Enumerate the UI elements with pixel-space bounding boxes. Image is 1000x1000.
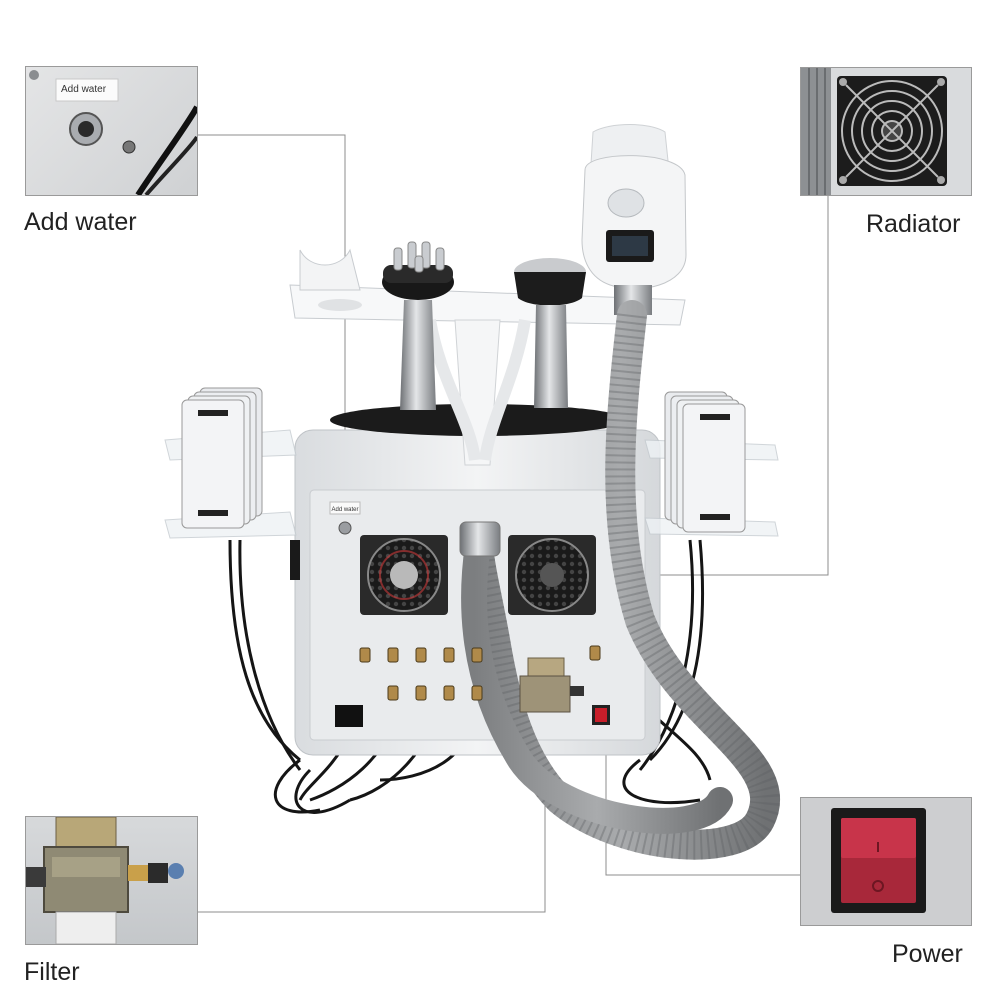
add-water-inset: Add water: [25, 66, 198, 196]
output-connectors: [359, 645, 601, 701]
front-fan-left: [360, 535, 448, 615]
add-water-sticker-text: Add water: [61, 84, 107, 95]
filter-unit: [519, 657, 584, 713]
water-inlet: [338, 521, 352, 535]
add-water-closeup: [29, 70, 197, 195]
cryo-handle: [581, 124, 687, 315]
filter-closeup: [26, 817, 184, 944]
add-water-label: Add water: [24, 208, 137, 236]
radiator-inset: [800, 67, 972, 196]
cavitation-handpiece: [514, 258, 586, 408]
add-water-connector: [196, 134, 346, 500]
power-inset: [800, 797, 972, 926]
cryo-hose: [463, 300, 781, 860]
power-connector: [605, 715, 800, 876]
power-inlet: [335, 705, 363, 727]
front-fan-right: [508, 535, 596, 615]
callout-lines: [196, 134, 829, 913]
radiator-label: Radiator: [866, 210, 961, 238]
radiator-connector: [590, 195, 829, 576]
power-label: Power: [892, 940, 963, 968]
lipo-paddles-right: [644, 391, 779, 537]
filter-label: Filter: [24, 958, 80, 986]
return-hose: [461, 532, 733, 834]
radiator-closeup: [801, 68, 947, 195]
panel-sticker: Add water: [331, 507, 358, 513]
rf-handpiece-left: [382, 241, 454, 410]
filter-inset: [25, 816, 198, 945]
lipo-paddles-left: [164, 387, 297, 539]
power-switch-closeup: [831, 808, 926, 913]
